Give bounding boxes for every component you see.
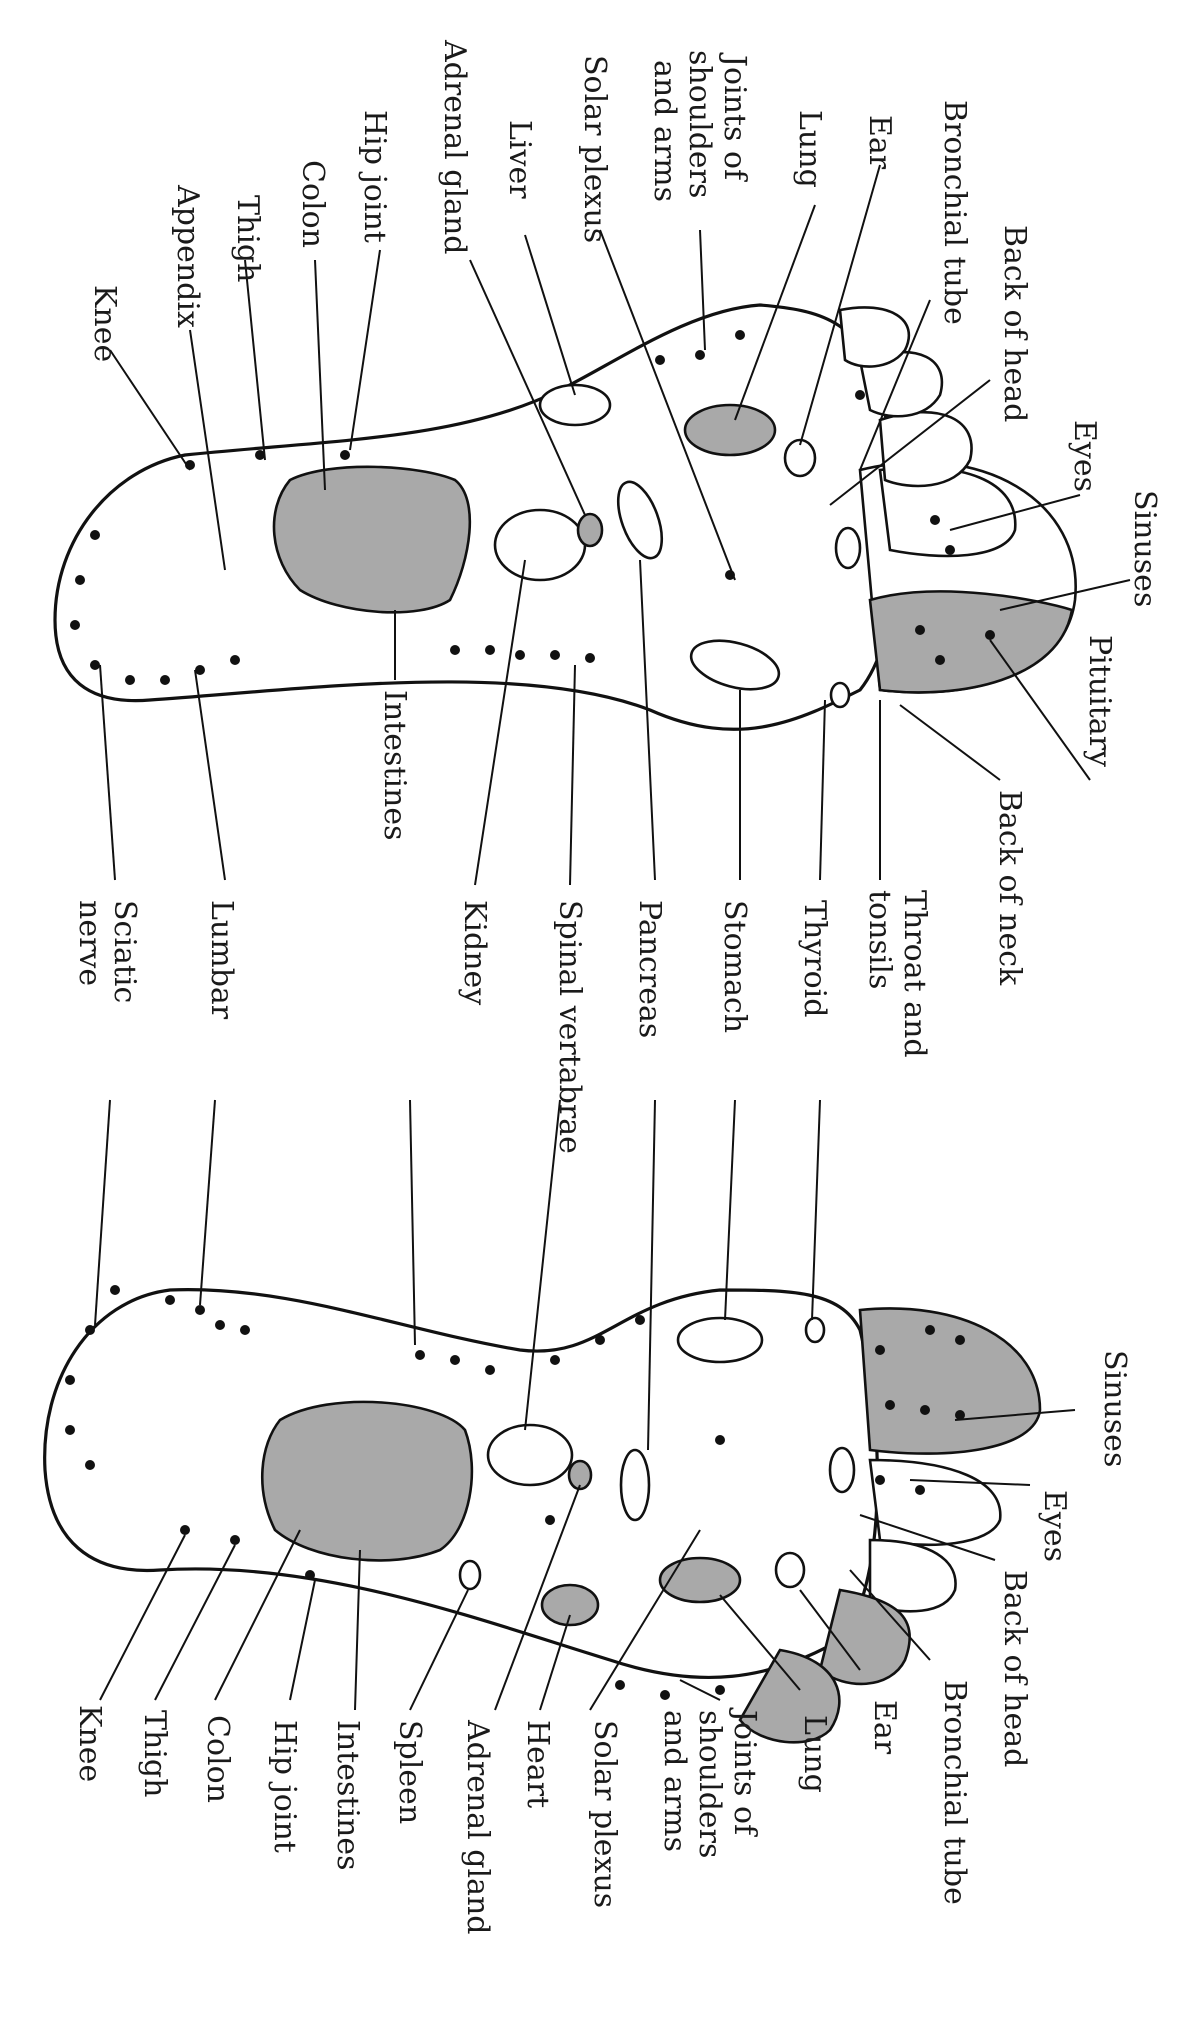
- label-lower-back-of-head: Back of head: [997, 1570, 1032, 1767]
- lower-ear-zone: [774, 1551, 806, 1589]
- lower-thyroid-zone: [804, 1316, 826, 1344]
- upper-kidney-zone: [493, 508, 587, 582]
- label-throat-2: tonsils: [862, 890, 897, 989]
- label-joints-3: and arms: [647, 60, 682, 202]
- label-lower-bronchial-tube: Bronchial tube: [937, 1680, 972, 1905]
- lower-toe-5: [738, 1648, 841, 1744]
- label-lower-lung: Lung: [797, 1715, 832, 1793]
- label-lower-intestines: Intestines: [330, 1720, 365, 1871]
- upper-toe-3: [878, 410, 973, 488]
- lower-toe-1: [858, 1307, 1042, 1455]
- label-colon: Colon: [295, 160, 330, 248]
- label-solar-plexus: Solar plexus: [577, 55, 612, 243]
- upper-lung-zone: [683, 403, 777, 457]
- label-joints-1: Joints of: [717, 52, 752, 182]
- label-lower-heart: Heart: [520, 1720, 555, 1808]
- lower-foot: [43, 1099, 1076, 1744]
- label-hip-joint: Hip joint: [357, 110, 392, 243]
- upper-stomach-zone: [689, 639, 781, 691]
- upper-foot-outline: [53, 303, 900, 731]
- label-stomach: Stomach: [717, 900, 752, 1033]
- label-lung: Lung: [792, 110, 827, 188]
- label-lower-adrenal-gland: Adrenal gland: [460, 1719, 495, 1935]
- lower-adrenal-zone: [567, 1459, 593, 1491]
- label-sciatic-1: Sciatic: [107, 900, 142, 1003]
- upper-toe-1-shade: [868, 590, 1074, 694]
- upper-adrenal-zone: [576, 512, 604, 548]
- upper-toe-5: [838, 306, 911, 368]
- label-spinal-vertabrae: Spinal vertabrae: [552, 900, 587, 1154]
- label-sciatic-2: nerve: [72, 900, 107, 986]
- label-bronchial-tube: Bronchial tube: [937, 100, 972, 325]
- label-joints-2: shoulders: [682, 50, 717, 198]
- label-back-of-head: Back of head: [997, 225, 1032, 422]
- lower-toe-4: [818, 1588, 911, 1686]
- label-lower-spleen: Spleen: [392, 1720, 427, 1824]
- label-lumbar: Lumbar: [204, 900, 239, 1020]
- label-lower-eyes: Eyes: [1037, 1490, 1072, 1562]
- label-kidney: Kidney: [457, 900, 492, 1005]
- upper-pancreas-zone: [616, 480, 664, 560]
- label-pancreas: Pancreas: [632, 900, 667, 1038]
- upper-thyroid-zone: [829, 681, 851, 709]
- lower-intestines-zone: [260, 1400, 474, 1562]
- lower-stomach-zone: [676, 1316, 764, 1364]
- lower-toe-2: [868, 1458, 1002, 1547]
- upper-liver-zone: [538, 383, 612, 427]
- lower-kidney-zone: [486, 1423, 574, 1487]
- label-lower-joints-2: shoulders: [692, 1710, 727, 1858]
- label-liver: Liver: [502, 120, 537, 199]
- lower-heart-zone: [540, 1583, 600, 1627]
- lower-foot-labels: Sinuses Eyes Back of head Bronchial tube…: [72, 1350, 1132, 1935]
- label-lower-colon: Colon: [200, 1715, 235, 1803]
- label-lower-sinuses: Sinuses: [1097, 1350, 1132, 1467]
- label-pituitary: Pituitary: [1082, 635, 1117, 767]
- label-ear: Ear: [862, 115, 897, 170]
- label-appendix: Appendix: [170, 184, 205, 328]
- label-sinuses: Sinuses: [1127, 490, 1162, 607]
- upper-foot: [53, 164, 1131, 886]
- label-knee: Knee: [87, 285, 122, 362]
- lower-spleen-zone: [458, 1559, 482, 1591]
- upper-ear-zone: [783, 438, 817, 478]
- label-lower-solar-plexus: Solar plexus: [587, 1720, 622, 1908]
- label-lower-joints-3: and arms: [657, 1710, 692, 1852]
- label-lower-ear: Ear: [867, 1700, 902, 1755]
- label-lower-thigh: Thigh: [137, 1710, 172, 1797]
- label-back-of-neck: Back of neck: [992, 790, 1027, 986]
- lower-reflex-dots: [65, 1285, 965, 1700]
- label-lower-joints-1: Joints of: [727, 1707, 762, 1837]
- lower-leader-lines: [94, 1099, 1076, 1711]
- upper-leader-lines: [99, 164, 1131, 886]
- upper-bronchial-zone: [834, 526, 862, 570]
- label-thyroid: Thyroid: [797, 900, 832, 1017]
- label-throat-1: Throat and: [897, 890, 932, 1058]
- lower-pancreas-zone: [619, 1448, 651, 1522]
- label-adrenal-gland: Adrenal gland: [437, 39, 472, 255]
- upper-foot-labels: Knee Appendix Thigh Colon Hip joint Adre…: [72, 39, 1162, 1154]
- upper-intestines-zone: [272, 465, 472, 614]
- lower-bronchial-zone: [828, 1446, 856, 1494]
- label-eyes: Eyes: [1067, 420, 1102, 492]
- label-intestines: Intestines: [377, 690, 412, 841]
- label-lower-hip-joint: Hip joint: [267, 1720, 302, 1853]
- label-thigh: Thigh: [230, 195, 265, 282]
- label-lower-knee: Knee: [72, 1705, 107, 1782]
- lower-lung-zone: [658, 1556, 742, 1604]
